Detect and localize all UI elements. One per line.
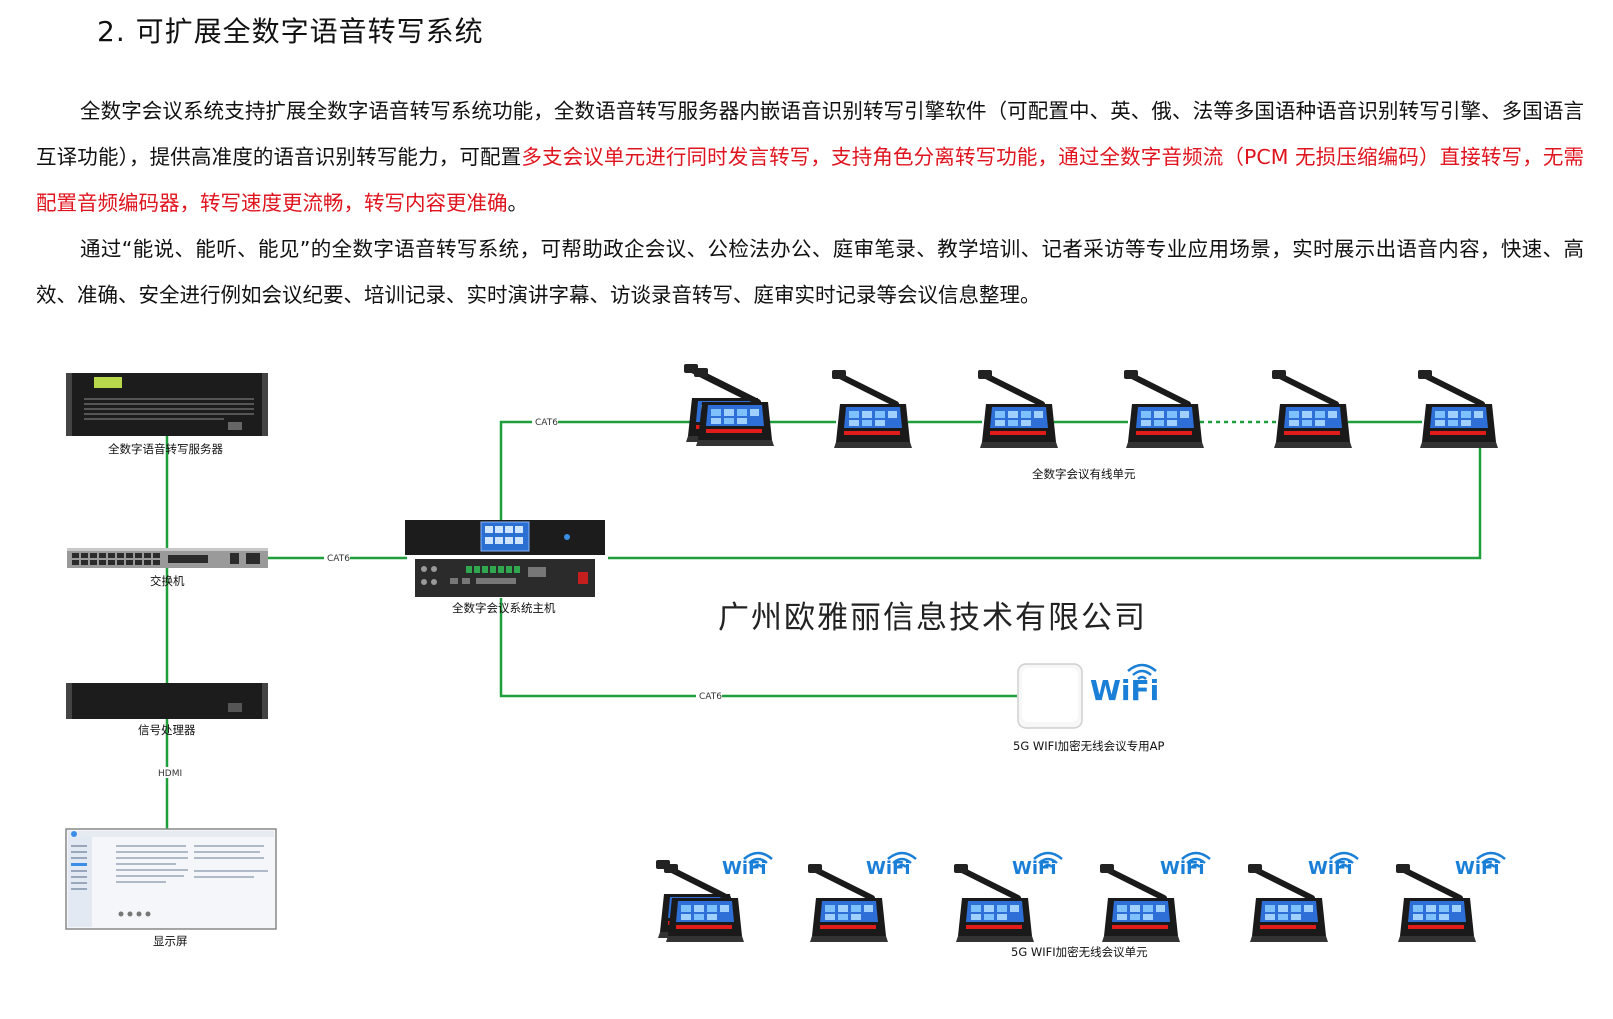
switch-label: 交换机	[150, 574, 185, 588]
wifi-badge-3: WiFi	[1012, 858, 1057, 879]
company-watermark: 广州欧雅丽信息技术有限公司	[718, 600, 1147, 636]
host-wired-link	[499, 420, 690, 520]
intro-text: 全数字会议系统支持扩展全数字语音转写系统功能，全数语音转写服务器内嵌语音识别转写…	[36, 99, 1584, 169]
signal-processor	[66, 683, 268, 719]
network-switch	[67, 548, 268, 568]
wifi-badge-1: WiFi	[722, 858, 767, 879]
cat6-label-top: CAT6	[535, 418, 558, 428]
cat6-label-ap: CAT6	[699, 692, 722, 702]
wifi-badge-2: WiFi	[866, 858, 911, 879]
wired-unit-4	[1124, 370, 1204, 448]
ap-wifi-logo: WiFi	[1090, 674, 1159, 707]
ap-label: 5G WIFI加密无线会议专用AP	[1013, 739, 1165, 753]
wireless-units	[656, 860, 1476, 942]
wired-unit-5	[1272, 370, 1352, 448]
host-label: 全数字会议系统主机	[452, 601, 556, 615]
paragraph-intro: 全数字会议系统支持扩展全数字语音转写系统功能，全数语音转写服务器内嵌语音识别转写…	[36, 88, 1584, 226]
display-label: 显示屏	[153, 934, 188, 948]
wired-unit-2	[832, 370, 912, 448]
wireless-unit-wifi-badges: WiFi WiFi WiFi WiFi WiFi WiFi	[722, 851, 1507, 879]
wired-return-link	[608, 444, 1482, 560]
wifi-badge-5: WiFi	[1308, 858, 1353, 879]
cat6-label-switch: CAT6	[327, 554, 350, 564]
intro-highlight: 多支会议单元进行同时发言转写，支持角色分离转写功能，通过全数字音频流（PCM 无…	[36, 145, 1584, 215]
wired-units	[684, 364, 1498, 448]
wifi-badge-4: WiFi	[1160, 858, 1205, 879]
wired-unit-6	[1418, 370, 1498, 448]
connection-lines	[165, 420, 1482, 830]
wifi-badge-6: WiFi	[1455, 858, 1500, 879]
server-lcd	[94, 377, 122, 388]
server-label: 全数字语音转写服务器	[108, 442, 223, 456]
hdmi-label: HDMI	[158, 769, 182, 779]
processor-label: 信号处理器	[138, 723, 196, 737]
wired-units-label: 全数字会议有线单元	[1032, 467, 1136, 481]
display-screen	[65, 828, 277, 930]
wireless-units-label: 5G WIFI加密无线会议单元	[1011, 945, 1148, 959]
transcription-server	[66, 373, 268, 436]
wired-unit-3	[978, 370, 1058, 448]
conference-host-rear	[415, 559, 595, 597]
wireless-ap: WiFi	[1017, 663, 1159, 729]
section-heading: 2. 可扩展全数字语音转写系统	[97, 15, 484, 48]
conference-host-top	[405, 520, 605, 555]
paragraph-usage: 通过“能说、能听、能见”的全数字语音转写系统，可帮助政企会议、公检法办公、庭审笔…	[36, 237, 1584, 307]
intro-tail: 。	[507, 191, 529, 215]
host-ap-link	[499, 598, 1017, 698]
